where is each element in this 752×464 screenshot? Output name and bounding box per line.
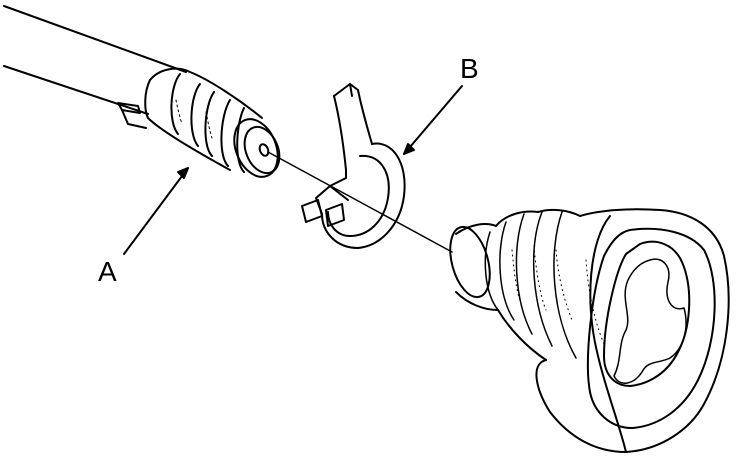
- boot-band-clamp: [302, 84, 405, 248]
- callout-a-arrow: [124, 168, 188, 254]
- cv-joint-boot: [443, 209, 728, 452]
- axis-line: [268, 152, 452, 252]
- callout-label-a: A: [98, 256, 117, 287]
- callout-b-arrow: [404, 86, 462, 154]
- callout-label-b: B: [460, 53, 479, 84]
- shaft-spline-end: [145, 69, 286, 184]
- drive-shaft: [4, 6, 186, 128]
